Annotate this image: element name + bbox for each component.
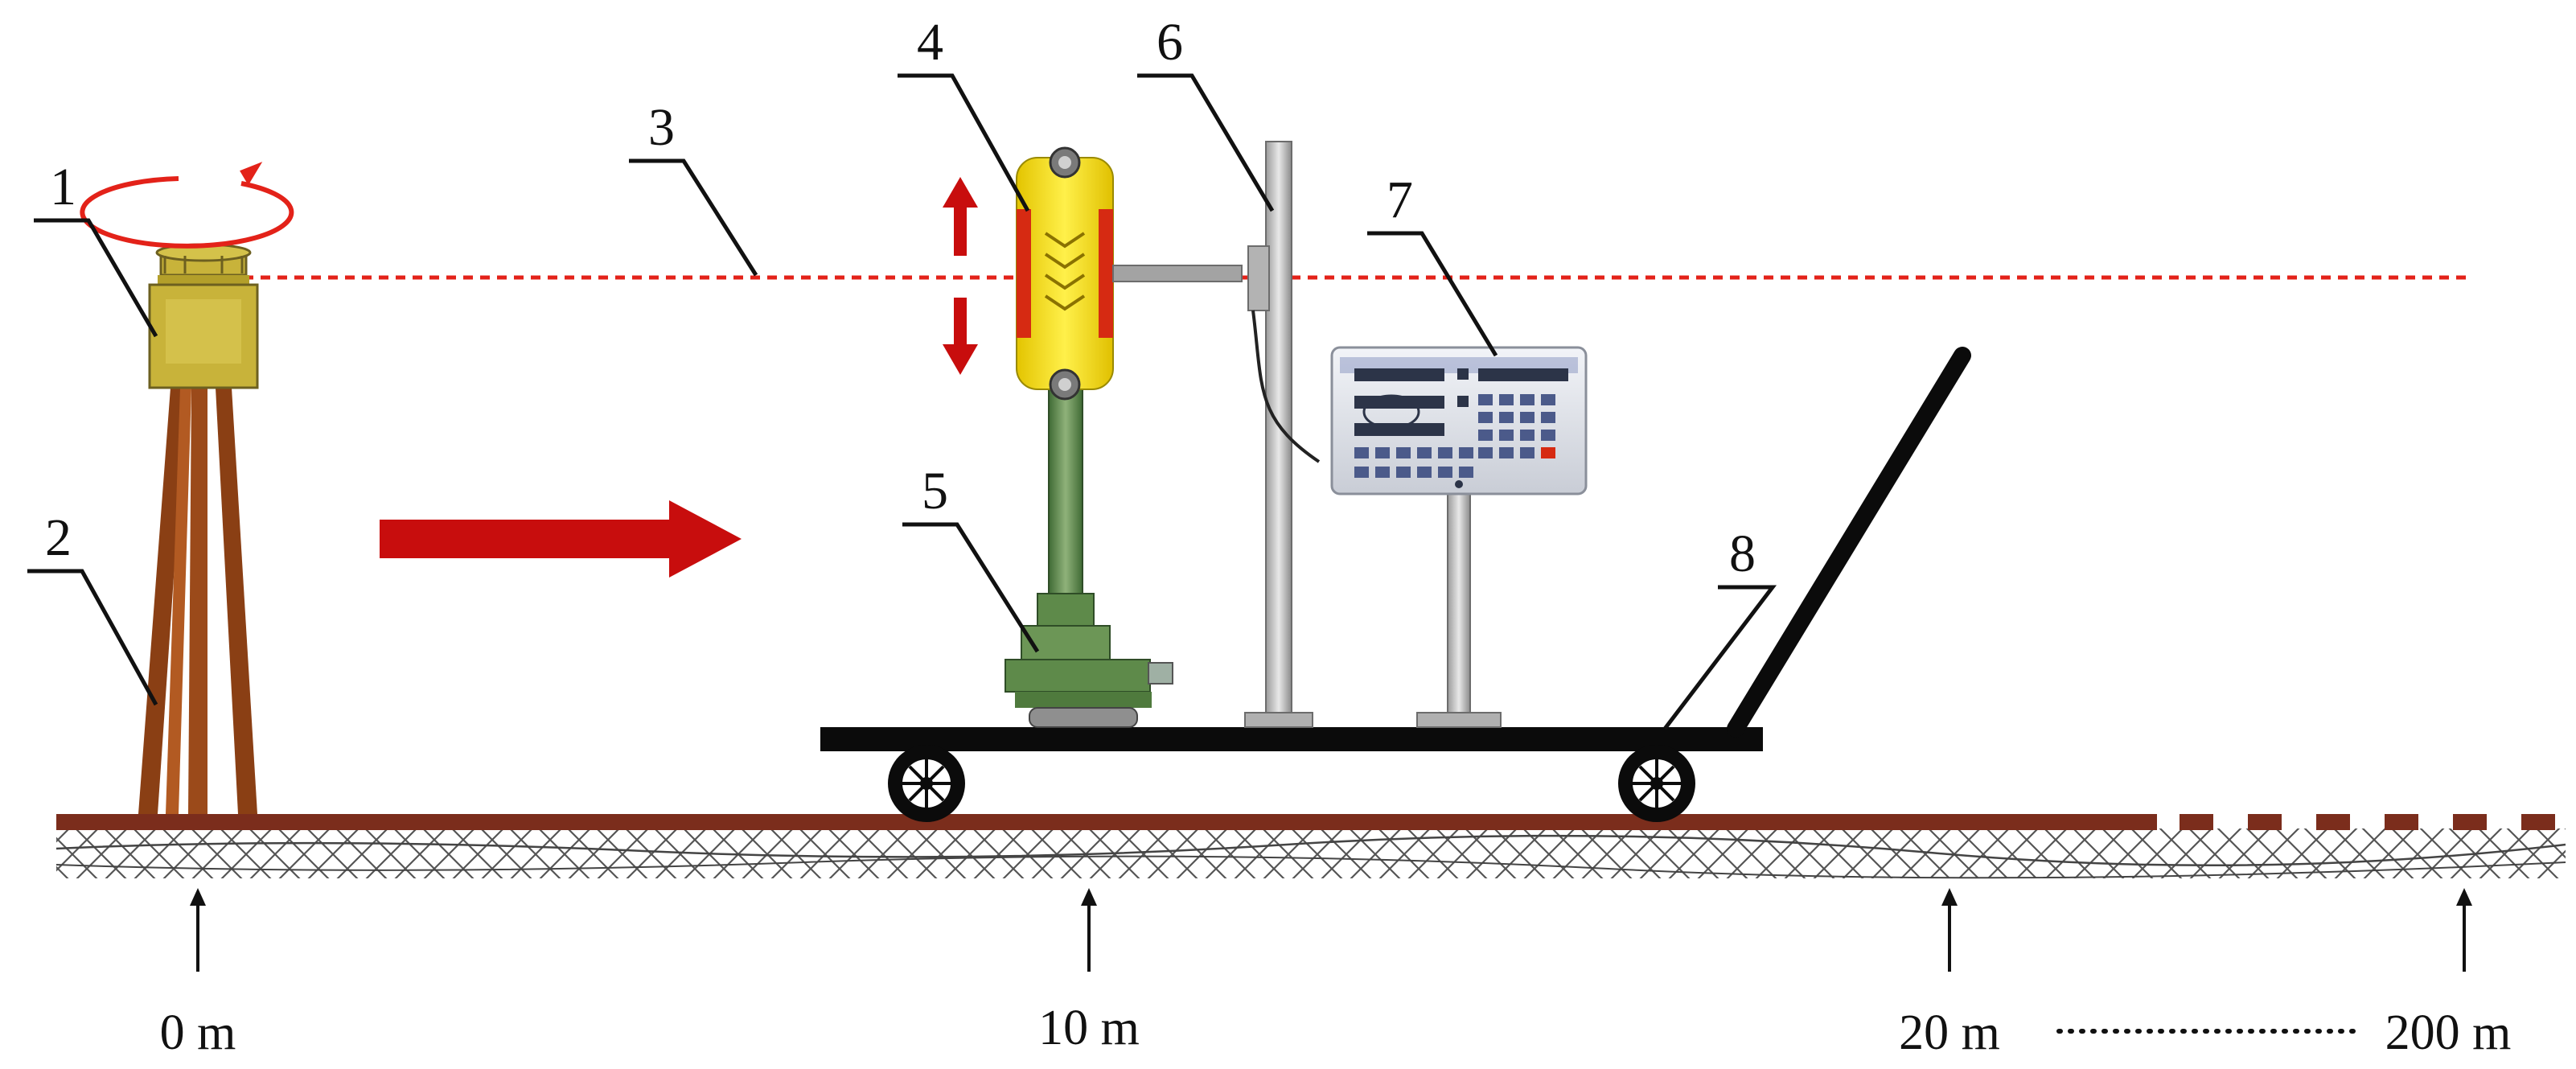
callout-number-3: 3 (648, 98, 675, 157)
position-marker-arrow-icon (190, 888, 206, 972)
tripod (138, 388, 257, 814)
distance-label-200m: 200 m (2385, 1005, 2512, 1060)
digital-readout (1330, 346, 1588, 728)
motion-direction-arrow-icon (380, 500, 742, 578)
callout-leader-2 (27, 569, 158, 706)
callout-leaders (27, 73, 1777, 730)
callout-number-7: 7 (1387, 171, 1413, 229)
callout-number-5: 5 (922, 462, 948, 520)
callout-number-8: 8 (1729, 524, 1756, 583)
laser-instrument (148, 243, 259, 389)
callout-leader-7 (1367, 231, 1498, 357)
vertical-post (1244, 141, 1321, 728)
callout-leader-6 (1137, 73, 1275, 212)
callout-number-2: 2 (45, 508, 72, 567)
vertical-arrow-icon (943, 177, 978, 375)
rail (56, 814, 2555, 830)
callout-number-6: 6 (1157, 13, 1183, 72)
displacement-sensor (1016, 146, 1243, 401)
distance-label-10m: 10 m (1038, 1001, 1140, 1055)
rotation-arrow-icon (80, 162, 294, 249)
callout-leader-5 (902, 522, 1040, 653)
ground (55, 828, 2566, 879)
cart-wheel-left (888, 745, 965, 822)
callout-number-1: 1 (50, 158, 76, 216)
callout-number-4: 4 (917, 13, 943, 72)
position-marker-arrow-icon (1941, 888, 1958, 972)
callout-leader-1 (34, 218, 158, 338)
position-marker-arrow-icon (1081, 888, 1097, 972)
distance-label-20m: 20 m (1899, 1005, 2000, 1060)
distance-label-0m: 0 m (160, 1005, 236, 1060)
cart-wheel-right (1618, 745, 1695, 822)
callout-leader-4 (898, 73, 1030, 212)
callout-leader-8 (1663, 585, 1777, 730)
cart (820, 347, 1971, 822)
screw-jack (1005, 389, 1173, 728)
position-markers (190, 888, 2472, 972)
callout-leader-3 (629, 158, 758, 277)
position-marker-arrow-icon (2456, 888, 2472, 972)
